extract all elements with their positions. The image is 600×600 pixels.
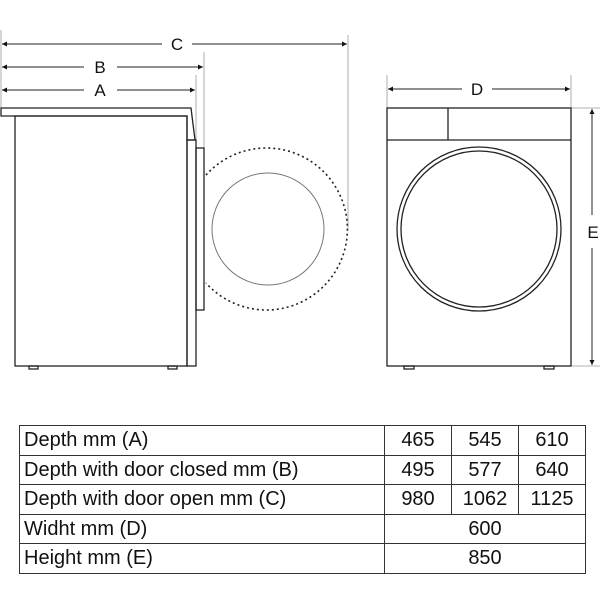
row-label: Height mm (E) [19, 543, 385, 574]
label-c: C [171, 35, 183, 54]
door-closed [195, 147, 205, 311]
foot [28, 365, 39, 370]
side-body [14, 115, 188, 367]
door-glass [400, 150, 558, 308]
table-row: Depth with door closed mm (B) 495 577 64… [19, 454, 586, 485]
label-e: E [587, 223, 598, 242]
cell-value: 1062 [451, 484, 519, 515]
cell-value: 465 [384, 425, 452, 456]
front-body [386, 107, 572, 367]
cell-value: 600 [384, 513, 586, 544]
label-b: B [94, 58, 105, 77]
row-label: Depth with door closed mm (B) [19, 454, 385, 485]
row-label: Depth mm (A) [19, 425, 385, 456]
table-row: Widht mm (D) 600 [19, 513, 586, 544]
cell-value: 610 [518, 425, 586, 456]
front-view [386, 75, 600, 370]
foot [167, 365, 178, 370]
door-open-glass [211, 172, 325, 286]
table-row: Depth with door open mm (C) 980 1062 112… [19, 484, 586, 515]
row-label: Widht mm (D) [19, 513, 385, 544]
dimensions-table: Depth mm (A) 465 545 610 Depth with door… [19, 425, 586, 574]
cell-value: 577 [451, 454, 519, 485]
dimension-diagram: C B A D E [0, 30, 600, 370]
row-label: Depth with door open mm (C) [19, 484, 385, 515]
side-view [0, 30, 349, 370]
front-panel [186, 139, 197, 367]
cell-value: 980 [384, 484, 452, 515]
foot [543, 365, 555, 370]
table-row: Height mm (E) 850 [19, 543, 586, 574]
cell-value: 640 [518, 454, 586, 485]
cell-value: 495 [384, 454, 452, 485]
cell-value: 545 [451, 425, 519, 456]
label-a: A [94, 81, 106, 100]
label-d: D [471, 80, 483, 99]
cell-value: 1125 [518, 484, 586, 515]
door-swing-path [205, 147, 349, 311]
cell-value: 850 [384, 543, 586, 574]
top-lid [0, 107, 196, 141]
table-row: Depth mm (A) 465 545 610 [19, 425, 586, 456]
foot [403, 365, 415, 370]
door-outer-ring [396, 146, 562, 312]
